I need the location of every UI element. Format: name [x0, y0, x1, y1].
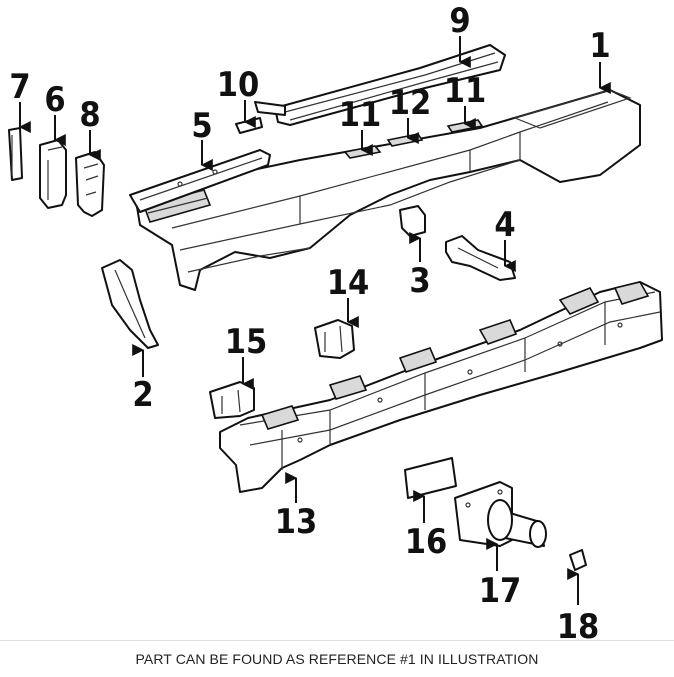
part-8-end-bracket: [75, 151, 105, 217]
callout-17: 17: [479, 571, 522, 611]
part-3-center-bracket: [399, 205, 426, 237]
callout-3: 3: [409, 261, 430, 301]
leader-lines: [18, 36, 611, 605]
caption-bar: PART CAN BE FOUND AS REFERENCE #1 IN ILL…: [0, 640, 674, 677]
callout-7: 7: [9, 67, 30, 107]
part-5-face-strip: [129, 149, 271, 213]
callout-1: 1: [589, 26, 610, 66]
part-2-side-extension: [101, 259, 159, 349]
callout-14: 14: [327, 263, 370, 303]
callout-12: 12: [389, 83, 432, 123]
part-14-bracket: [314, 319, 355, 359]
part-7-end-strip: [8, 127, 23, 181]
callout-5: 5: [191, 106, 212, 146]
part-17-hitch: [454, 481, 547, 548]
part-13-reinforcement: [219, 281, 663, 493]
callout-15: 15: [225, 322, 268, 362]
callout-9: 9: [449, 1, 470, 41]
part-9-step-pad: [254, 44, 506, 126]
callout-4: 4: [494, 205, 515, 245]
part-16-plate: [404, 457, 457, 499]
parts-diagram: 1 2 3 4 5 6 7 8 9 10 11 11 12 13 14 15 1…: [8, 1, 663, 640]
callout-13: 13: [275, 502, 318, 542]
callout-10: 10: [217, 65, 260, 105]
callout-6: 6: [44, 80, 65, 120]
reference-caption: PART CAN BE FOUND AS REFERENCE #1 IN ILL…: [135, 651, 539, 667]
callout-18: 18: [557, 607, 600, 640]
part-15-bracket: [209, 381, 255, 419]
callout-2: 2: [132, 375, 153, 415]
part-6-end-cap: [39, 139, 67, 209]
callout-8: 8: [79, 95, 100, 135]
part-18-clip: [569, 549, 587, 571]
part-4-support-arm: [445, 235, 516, 281]
part-10-clip: [235, 117, 263, 134]
callout-11-left: 11: [339, 95, 382, 135]
callout-11-right: 11: [444, 71, 487, 111]
callout-16: 16: [405, 522, 448, 562]
